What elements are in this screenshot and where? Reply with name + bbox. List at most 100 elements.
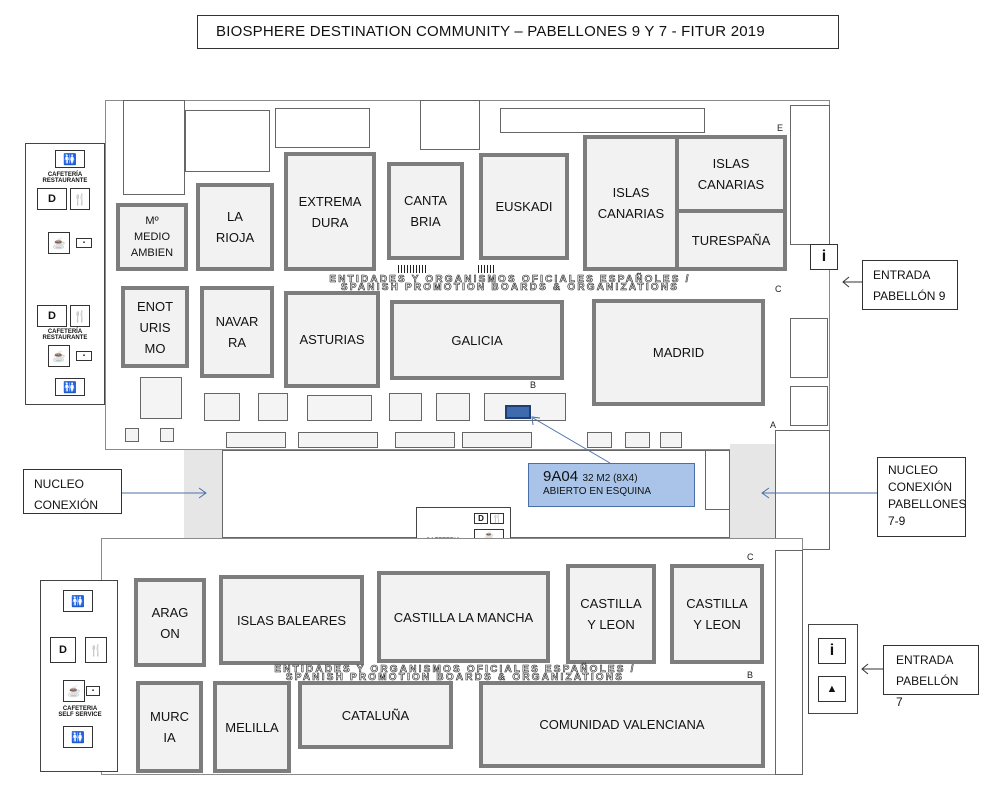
- banner-hall-9-line1: ENTIDADES Y ORGANISMOS OFICIALES ESPAÑOL…: [329, 274, 691, 285]
- stand-comunidad-valenciana[interactable]: COMUNIDAD VALENCIANA: [479, 681, 765, 768]
- small-stand: [395, 432, 455, 448]
- cafeteria-sign-icon: ▪: [76, 351, 92, 361]
- stand-extremadura[interactable]: EXTREMA DURA: [284, 152, 376, 271]
- cafeteria-self-service-caption: CAFETERIA SELF SERVICE: [58, 706, 102, 718]
- cafeteria-restaurante-caption: CAFETERÍA RESTAURANTE: [42, 172, 88, 184]
- barcode-marker: [478, 265, 496, 273]
- grid-letter-e: E: [777, 123, 784, 133]
- stand-aragon[interactable]: ARAG ON: [134, 578, 206, 667]
- stand-melilla[interactable]: MELILLA: [213, 681, 291, 773]
- cafe-icon: ☕: [48, 232, 70, 254]
- small-stand: [258, 393, 288, 421]
- cafe-icon: ☕: [63, 680, 85, 702]
- side-room: [790, 318, 828, 378]
- pointer-9a04: [532, 417, 611, 464]
- small-stand: [204, 393, 240, 421]
- small-stand: [587, 432, 612, 448]
- banner-hall-7-line1: ENTIDADES Y ORGANISMOS OFICIALES ESPAÑOL…: [274, 664, 636, 675]
- restroom-icon: 🚻: [63, 590, 93, 612]
- highlight-description: ABIERTO EN ESQUINA: [543, 486, 651, 497]
- grid-letter-b: B: [747, 670, 754, 680]
- highlight-size: 32 M2 (8X4): [582, 473, 638, 484]
- stand-la-rioja[interactable]: LA RIOJA: [196, 183, 274, 271]
- grid-letter-c: C: [747, 552, 754, 562]
- side-room: [775, 550, 803, 775]
- entrance-9-arrow: [842, 276, 862, 288]
- booth-9a04[interactable]: [505, 405, 531, 419]
- cutlery-icon: 🍴: [490, 513, 504, 524]
- small-stand: [462, 432, 532, 448]
- service-room: [185, 110, 270, 172]
- corridor-left: [184, 450, 222, 538]
- small-stand: [307, 395, 372, 421]
- cutlery-icon: 🍴: [70, 305, 90, 327]
- highlight-callout-9a04[interactable]: 9A04 32 M2 (8X4) ABIERTO EN ESQUINA: [528, 463, 695, 507]
- stand-asturias[interactable]: ASTURIAS: [284, 291, 380, 388]
- entrance-7-arrow: [861, 663, 883, 675]
- restroom-icon: 🚻: [63, 726, 93, 748]
- label-entrada-pabellon-9: ENTRADA PABELLÓN 9: [862, 260, 958, 310]
- cafeteria-sign-icon: ▪: [86, 686, 100, 696]
- highlight-code: 9A04: [543, 468, 579, 485]
- info-point-icon: i: [810, 244, 838, 270]
- arrowhead-nucleo-left: [198, 487, 207, 499]
- stand-turespana[interactable]: TURESPAÑA: [675, 209, 787, 271]
- small-stand: [226, 432, 286, 448]
- stand-castilla-leon-1[interactable]: CASTILLA Y LEON: [566, 564, 656, 664]
- stand-islas-canarias-2[interactable]: ISLAS CANARIAS: [675, 135, 787, 213]
- banner-hall-7-line2: SPANISH PROMOTION BOARDS & ORGANIZATIONS: [285, 672, 625, 683]
- small-stand: [125, 428, 139, 442]
- grid-letter-c: C: [775, 284, 782, 294]
- restaurant-icon: D: [37, 305, 67, 327]
- stand-murcia[interactable]: MURC IA: [136, 681, 203, 773]
- stand-castilla-la-mancha[interactable]: CASTILLA LA MANCHA: [377, 571, 550, 663]
- restaurant-icon: D: [474, 513, 488, 524]
- restaurant-icon: D: [37, 188, 67, 210]
- label-nucleo-conexion-pabellones: NUCLEO CONEXIÓN PABELLONES 7-9: [877, 457, 966, 537]
- cafeteria-restaurante-caption: CAFETERÍA RESTAURANTE: [42, 329, 88, 341]
- small-stand: [140, 377, 182, 419]
- info-point-icon: i: [818, 638, 846, 664]
- service-room: [275, 108, 370, 148]
- side-room: [790, 386, 828, 426]
- service-room: [790, 105, 830, 245]
- banner-hall-9-line2: SPANISH PROMOTION BOARDS & ORGANIZATIONS: [340, 282, 680, 293]
- small-stand: [436, 393, 470, 421]
- stand-navarra[interactable]: NAVAR RA: [200, 286, 274, 378]
- restroom-icon: 🚻: [55, 378, 85, 396]
- restaurant-icon: D: [50, 637, 76, 663]
- cloakroom-icon: ▲: [818, 676, 846, 702]
- cutlery-icon: 🍴: [70, 188, 90, 210]
- stand-medio-ambiente[interactable]: Mº MEDIO AMBIEN: [116, 203, 188, 271]
- stand-islas-baleares[interactable]: ISLAS BALEARES: [219, 575, 364, 665]
- corridor-side: [705, 450, 730, 510]
- cutlery-icon: 🍴: [85, 637, 107, 663]
- cafeteria-sign-icon: ▪: [76, 238, 92, 248]
- small-stand: [625, 432, 650, 448]
- grid-letter-b: B: [530, 380, 537, 390]
- small-stand: [298, 432, 378, 448]
- small-stand: [660, 432, 682, 448]
- stand-euskadi[interactable]: EUSKADI: [479, 153, 569, 260]
- barcode-marker: [398, 265, 426, 273]
- pointer-9a04-head: [531, 416, 541, 426]
- stand-cataluna[interactable]: CATALUÑA: [298, 681, 453, 749]
- stand-cantabria[interactable]: CANTA BRIA: [387, 162, 464, 260]
- stand-enoturismo[interactable]: ENOT URIS MO: [121, 286, 189, 368]
- service-room: [123, 100, 185, 195]
- service-room: [500, 108, 705, 133]
- label-nucleo-conexion: NUCLEO CONEXIÓN: [23, 469, 122, 514]
- small-stand: [160, 428, 174, 442]
- small-stand: [389, 393, 422, 421]
- grid-letter-a: A: [770, 420, 777, 430]
- stand-galicia[interactable]: GALICIA: [390, 300, 564, 380]
- stand-madrid[interactable]: MADRID: [592, 299, 765, 406]
- map-title: BIOSPHERE DESTINATION COMMUNITY – PABELL…: [197, 15, 839, 49]
- cafe-icon: ☕: [48, 345, 70, 367]
- stand-castilla-leon-2[interactable]: CASTILLA Y LEON: [670, 564, 764, 664]
- label-entrada-pabellon-7: ENTRADA PABELLÓN 7: [883, 645, 979, 709]
- arrowhead-nucleo-right: [761, 487, 770, 499]
- side-room: [775, 430, 830, 550]
- restroom-icon: 🚻: [55, 150, 85, 168]
